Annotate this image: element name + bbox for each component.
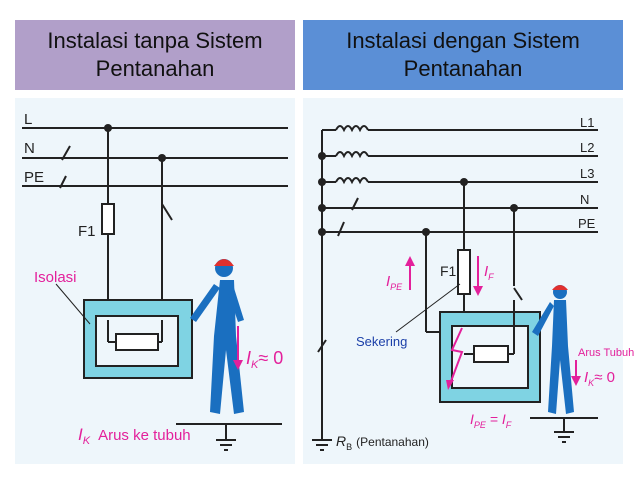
person-body-right [548, 300, 574, 414]
bus-label-pe-right: PE [578, 216, 596, 231]
switch-n-drop-right [513, 287, 523, 301]
fuse-label-left: F1 [78, 223, 96, 240]
header-left: Instalasi tanpa Sistem Pentanahan [15, 20, 295, 90]
arus-label-left: IK Arus ke tubuh [78, 425, 191, 447]
bus-label-l3: L3 [580, 166, 594, 181]
person-arm-right-left [228, 288, 244, 322]
header-left-line1: Instalasi tanpa Sistem [47, 28, 263, 53]
person-arm-left [190, 284, 220, 322]
if-arrowhead [473, 286, 483, 296]
right-diagram [312, 125, 598, 451]
header-right-line1: Instalasi dengan Sistem [346, 28, 580, 53]
isolation-pointer [55, 283, 91, 325]
junction-dot [510, 204, 518, 212]
load-element-right [473, 345, 509, 363]
current-label-left: IK≈ 0 [246, 348, 283, 371]
arus-label-sub: K [83, 435, 91, 447]
eq-right-sub: F [506, 420, 512, 430]
load-element-left [115, 333, 159, 351]
switch-ground-right [317, 339, 327, 353]
ik-sub: K [588, 378, 595, 388]
eq-left-i: I [470, 411, 474, 427]
junction-dot [158, 154, 166, 162]
junction-dot [104, 124, 112, 132]
left-diagram [22, 127, 288, 451]
person-body-left [210, 280, 244, 414]
bus-label-pe: PE [24, 169, 44, 186]
bus-label-l1: L1 [580, 115, 594, 130]
junction-dot [318, 152, 326, 160]
person-left [190, 259, 244, 414]
current-label-sub: K [251, 359, 259, 371]
ipe-sub: PE [390, 282, 403, 292]
sekering-pointer [395, 283, 461, 333]
arus-label-i: I [78, 425, 83, 444]
junction-dot [318, 204, 326, 212]
eq-left-sub: PE [474, 420, 487, 430]
switch-pe-right [161, 203, 173, 221]
coil-l3 [335, 177, 369, 185]
fuse-f1-right [457, 249, 471, 295]
current-arrowhead-left [233, 360, 243, 370]
switch-n-right [351, 197, 359, 211]
bus-label-l2: L2 [580, 140, 594, 155]
fault-path [449, 327, 464, 385]
bus-label-n: N [24, 140, 35, 157]
ipe-eq-if-label: IPE = IF [470, 411, 512, 430]
junction-dot [318, 178, 326, 186]
header-right: Instalasi dengan Sistem Pentanahan [303, 20, 623, 90]
bus-label-l: L [24, 111, 32, 128]
ipe-i: I [386, 273, 390, 290]
bus-label-n-right: N [580, 192, 589, 207]
header-left-line2: Pentanahan [95, 56, 215, 81]
person-right [532, 285, 574, 414]
switch-pe-symbol [59, 175, 67, 189]
arus-label-text: Arus ke tubuh [98, 427, 191, 444]
junction-dot [422, 228, 430, 236]
ik-value: ≈ 0 [594, 369, 615, 386]
coil-l1 [335, 125, 369, 133]
rb-r: R [336, 433, 346, 449]
ik-arrowhead-right [571, 376, 581, 386]
eq-mid: = I [486, 411, 506, 427]
rb-sub: B [346, 442, 352, 452]
rb-text: (Pentanahan) [356, 435, 429, 449]
if-label: IF [484, 263, 494, 282]
arus-tubuh-label: Arus Tubuh [578, 347, 634, 359]
current-label-value: ≈ 0 [258, 348, 283, 368]
helmet-right [552, 285, 568, 290]
person-arm-right [532, 302, 554, 336]
rb-label: RB (Pentanahan) [336, 433, 429, 452]
switch-pe-right-symbol [337, 221, 345, 237]
ik-label-right: IK≈ 0 [584, 369, 615, 388]
junction-dot [460, 178, 468, 186]
if-sub: F [488, 272, 494, 282]
junction-dot [318, 228, 326, 236]
ik-i: I [584, 369, 588, 386]
isolation-label: Isolasi [34, 269, 77, 286]
if-i: I [484, 263, 488, 280]
fault-arrowhead [446, 380, 454, 390]
current-label-i: I [246, 348, 251, 368]
switch-n-symbol [61, 145, 71, 161]
ipe-label: IPE [386, 273, 403, 292]
fuse-f1-left [101, 203, 115, 235]
header-right-line2: Pentanahan [403, 56, 523, 81]
fuse-label-right: F1 [440, 263, 457, 279]
helmet-left [214, 259, 234, 266]
sekering-label: Sekering [356, 334, 407, 349]
coil-l2 [335, 151, 369, 159]
ipe-arrowhead [405, 256, 415, 266]
